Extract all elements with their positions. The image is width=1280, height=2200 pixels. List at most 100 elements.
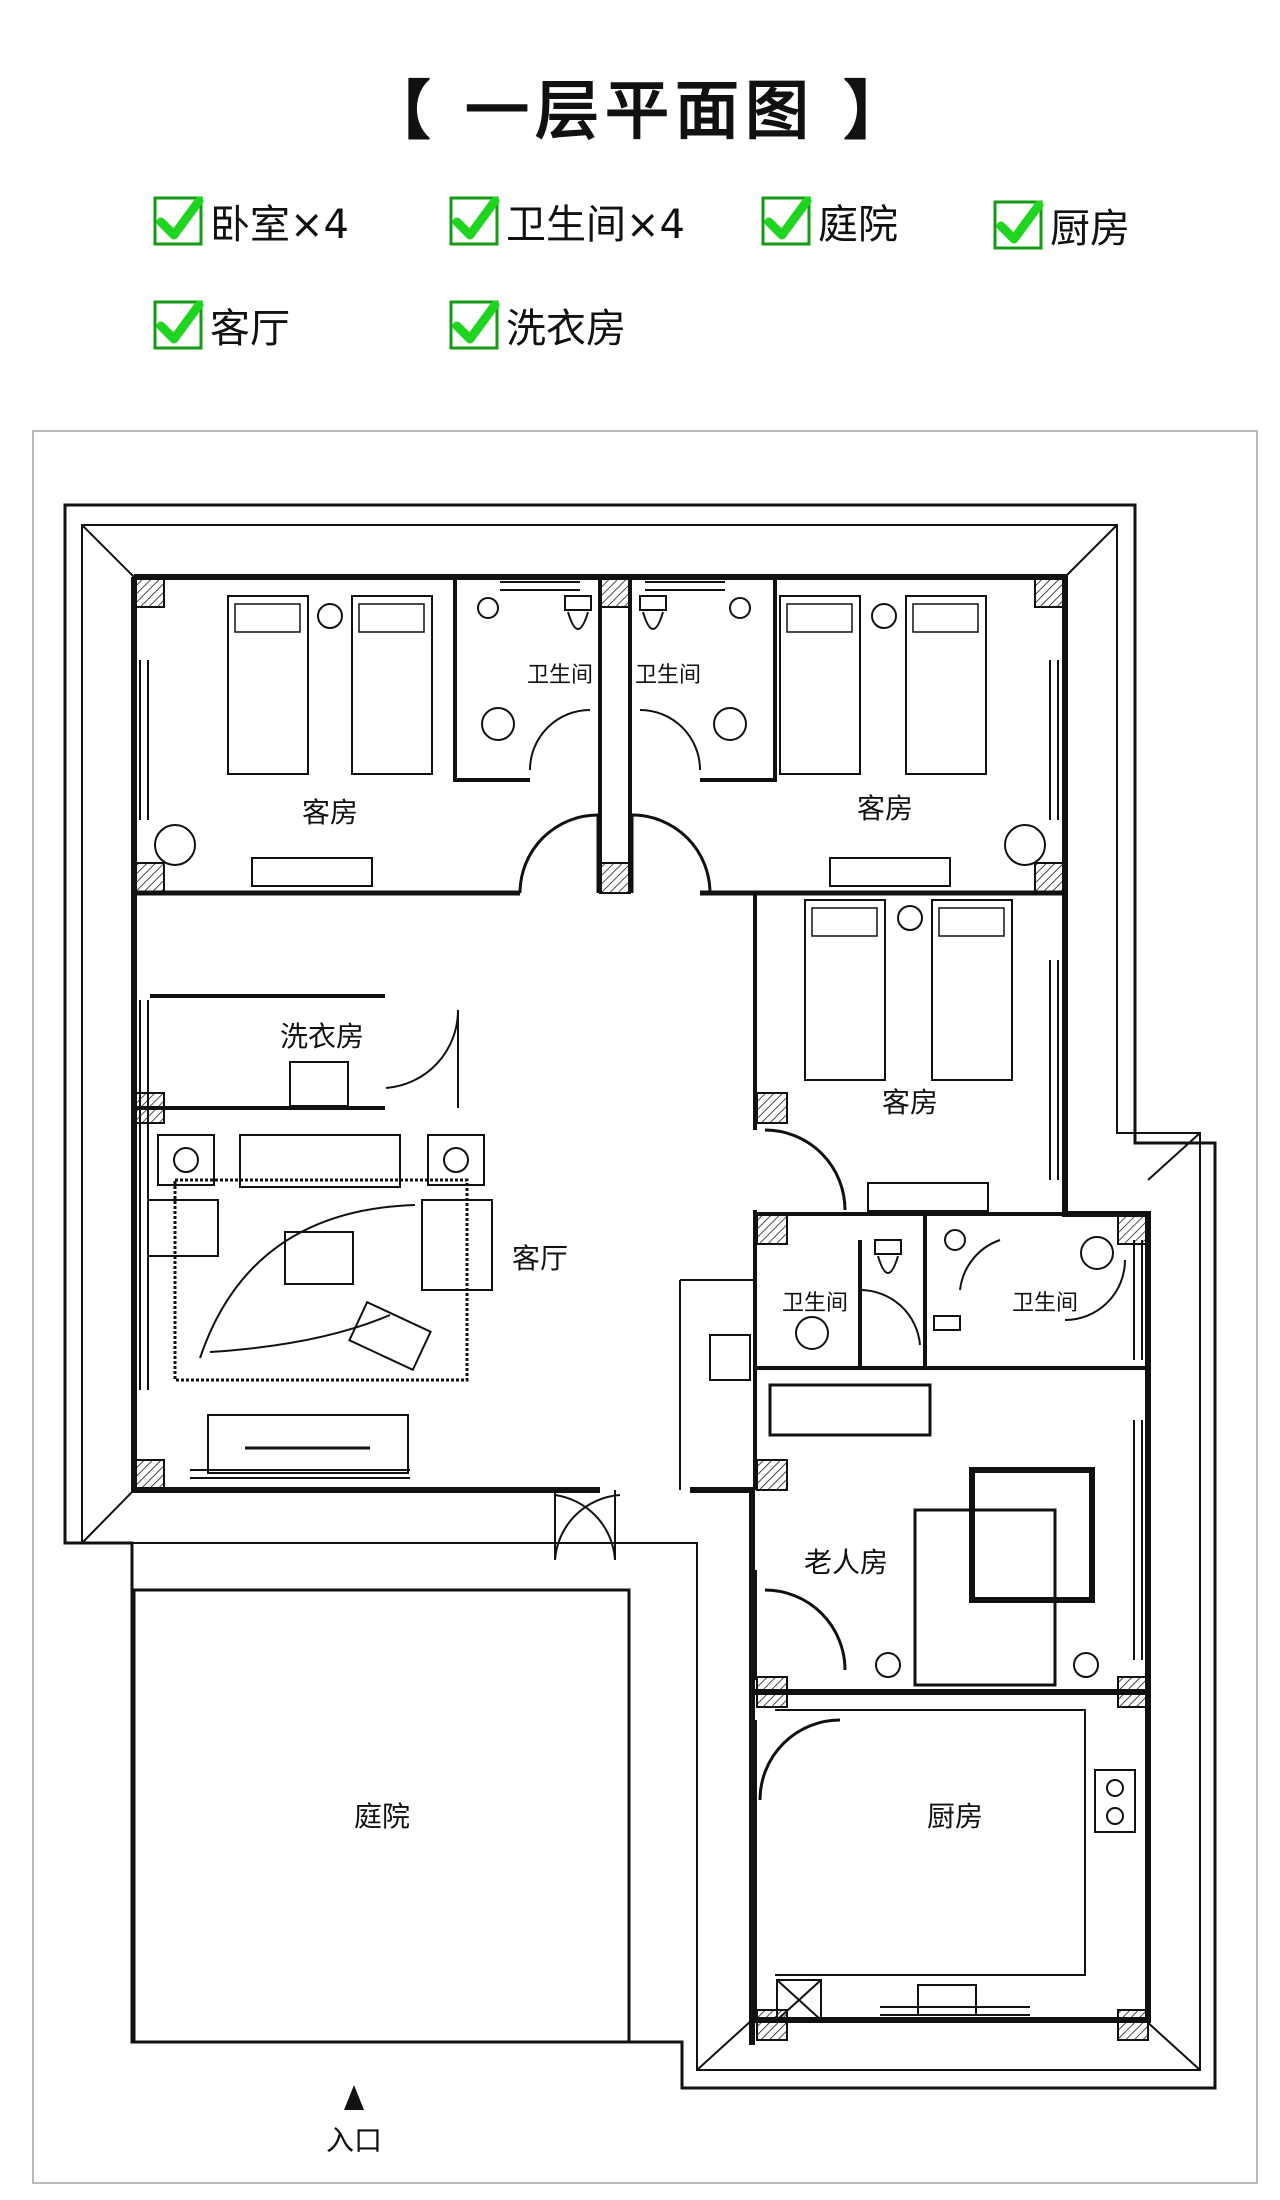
- column: [756, 1459, 788, 1491]
- room-label-bath-2: 卫生间: [635, 663, 701, 688]
- feature-living-room: 客厅: [152, 296, 290, 354]
- coffee-table: [284, 1231, 354, 1285]
- dresser: [251, 857, 373, 887]
- nightstand: [1073, 1652, 1099, 1678]
- check-icon: [993, 200, 1044, 250]
- lamp: [173, 1147, 199, 1173]
- feature-label: 卧室×4: [210, 202, 349, 248]
- basin: [713, 707, 747, 741]
- side-table: [157, 1134, 215, 1186]
- column: [599, 862, 631, 894]
- bed-pillow: [786, 603, 979, 633]
- room-label-laundry: 洗衣房: [280, 1020, 364, 1053]
- dresser: [867, 1182, 989, 1212]
- column: [756, 1213, 788, 1245]
- bed: [905, 595, 987, 775]
- window: [1133, 1240, 1143, 1660]
- toilet: [874, 1239, 902, 1274]
- door-swing: [1064, 1259, 1126, 1321]
- column: [1034, 862, 1066, 894]
- entrance-label: 入口: [326, 2124, 382, 2157]
- feature-bathroom: 卫生间×4: [448, 192, 685, 250]
- check-icon: [449, 196, 500, 246]
- feature-courtyard: 庭院: [760, 192, 898, 250]
- feature-label: 卫生间×4: [506, 202, 685, 248]
- column: [133, 576, 165, 608]
- plant: [1004, 824, 1046, 866]
- burner: [1106, 1807, 1124, 1825]
- basin: [795, 1316, 829, 1350]
- roof-hip: [1064, 524, 1118, 578]
- column: [1034, 576, 1066, 608]
- exterior-wall: [131, 577, 600, 1493]
- bed: [931, 899, 1013, 1081]
- armchair: [421, 1199, 493, 1291]
- door-swing: [764, 1128, 847, 1211]
- column: [756, 2009, 788, 2041]
- column: [133, 1092, 165, 1124]
- room-label-living: 客厅: [512, 1242, 568, 1275]
- door-swing: [639, 709, 701, 771]
- plan-frame: [32, 430, 1258, 2184]
- door-swing: [764, 1588, 847, 1671]
- feature-laundry: 洗衣房: [448, 296, 626, 354]
- nightstand: [897, 905, 923, 931]
- door-swing: [385, 1009, 460, 1108]
- sink: [917, 1984, 977, 2016]
- sofa: [239, 1134, 401, 1188]
- burner: [1106, 1779, 1124, 1797]
- room-label-guest-right: 客房: [857, 792, 913, 825]
- courtyard-outline: [132, 1588, 631, 2044]
- curved-sofa: [199, 1204, 416, 1359]
- interior-wall: [755, 1214, 1148, 1370]
- roof-hip: [81, 1489, 135, 1544]
- nightstand: [871, 603, 897, 629]
- door-swing: [529, 709, 591, 771]
- side-table: [427, 1134, 485, 1186]
- window: [139, 660, 149, 1390]
- column: [1117, 2009, 1149, 2041]
- bed: [779, 595, 861, 775]
- armchair: [147, 1199, 219, 1257]
- nightstand: [317, 603, 343, 629]
- door-swing: [518, 813, 600, 894]
- window: [500, 581, 725, 591]
- bed: [227, 595, 309, 775]
- roof-hip: [1147, 1132, 1201, 1181]
- lamp: [443, 1147, 469, 1173]
- room-label-guest-mid: 客房: [882, 1086, 938, 1119]
- nightstand: [875, 1652, 901, 1678]
- carpet: [173, 1178, 469, 1382]
- shower-door: [859, 1288, 921, 1346]
- room-label-elder: 老人房: [804, 1546, 888, 1579]
- feature-bedroom: 卧室×4: [152, 192, 349, 250]
- column: [133, 862, 165, 894]
- check-icon: [761, 196, 812, 246]
- basin: [481, 707, 515, 741]
- tv-cabinet: [207, 1414, 409, 1474]
- basin: [944, 1229, 966, 1251]
- column: [756, 1676, 788, 1708]
- washer: [289, 1061, 349, 1107]
- door-swing: [554, 1490, 621, 1561]
- door-swing: [630, 813, 712, 894]
- rug: [969, 1467, 1095, 1603]
- wardrobe: [768, 1383, 932, 1437]
- basin: [477, 597, 499, 619]
- window: [1049, 660, 1059, 1180]
- column: [133, 1459, 165, 1491]
- kitchen-counter: [775, 1709, 1086, 1976]
- plant: [154, 824, 196, 866]
- basin: [1080, 1236, 1114, 1270]
- kitchen-shaft: [776, 1979, 822, 2021]
- page-title: 【 一层平面图 】: [366, 75, 914, 149]
- door-swing: [758, 1718, 841, 1801]
- interior-wall: [679, 1279, 755, 1490]
- window: [880, 2006, 1030, 2016]
- bed-pillow: [811, 907, 1005, 937]
- bed: [351, 595, 433, 775]
- chair: [709, 1334, 751, 1381]
- roof-hip: [81, 524, 135, 578]
- feature-label: 洗衣房: [506, 306, 626, 352]
